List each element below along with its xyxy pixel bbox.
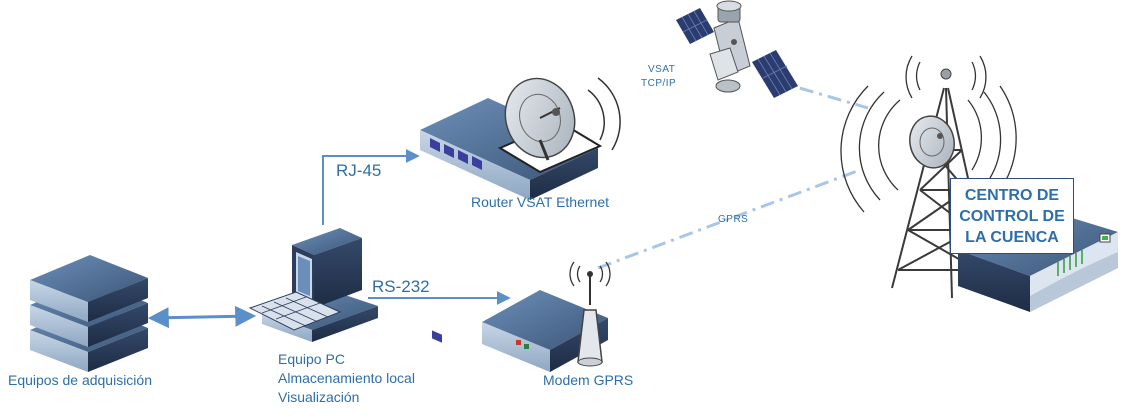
gprs-label: GPRS	[718, 214, 749, 225]
control-center-label-box: CENTRO DE CONTROL DE LA CUENCA	[950, 178, 1074, 254]
acquisition-label: Equipos de adquisición	[8, 372, 152, 388]
control-center-label: CENTRO DE CONTROL DE LA CUENCA	[959, 186, 1065, 246]
rj45-link	[322, 149, 420, 225]
tcpip-label: TCP/IP	[641, 78, 677, 89]
pc-workstation-icon	[248, 228, 378, 342]
acquisition-pc-link	[147, 305, 257, 329]
pc-label-line-3: Visualización	[278, 389, 360, 405]
gprs-modem-icon	[482, 261, 611, 372]
acquisition-equipment-icon	[30, 255, 148, 372]
modem-label: Modem GPRS	[543, 372, 634, 388]
rs232-label: RS-232	[372, 277, 430, 296]
vsat-label: VSAT	[648, 64, 676, 75]
pc-label-line-2: Almacenamiento local	[278, 370, 415, 386]
satellite-icon	[676, 0, 798, 98]
rj45-label: RJ-45	[336, 161, 382, 180]
gprs-wireless-link	[597, 168, 861, 270]
vsat-router-icon	[420, 77, 621, 343]
vsat-wireless-link	[771, 78, 869, 110]
pc-label-line-1: Equipo PC	[278, 351, 345, 367]
router-label: Router VSAT Ethernet	[471, 194, 609, 210]
